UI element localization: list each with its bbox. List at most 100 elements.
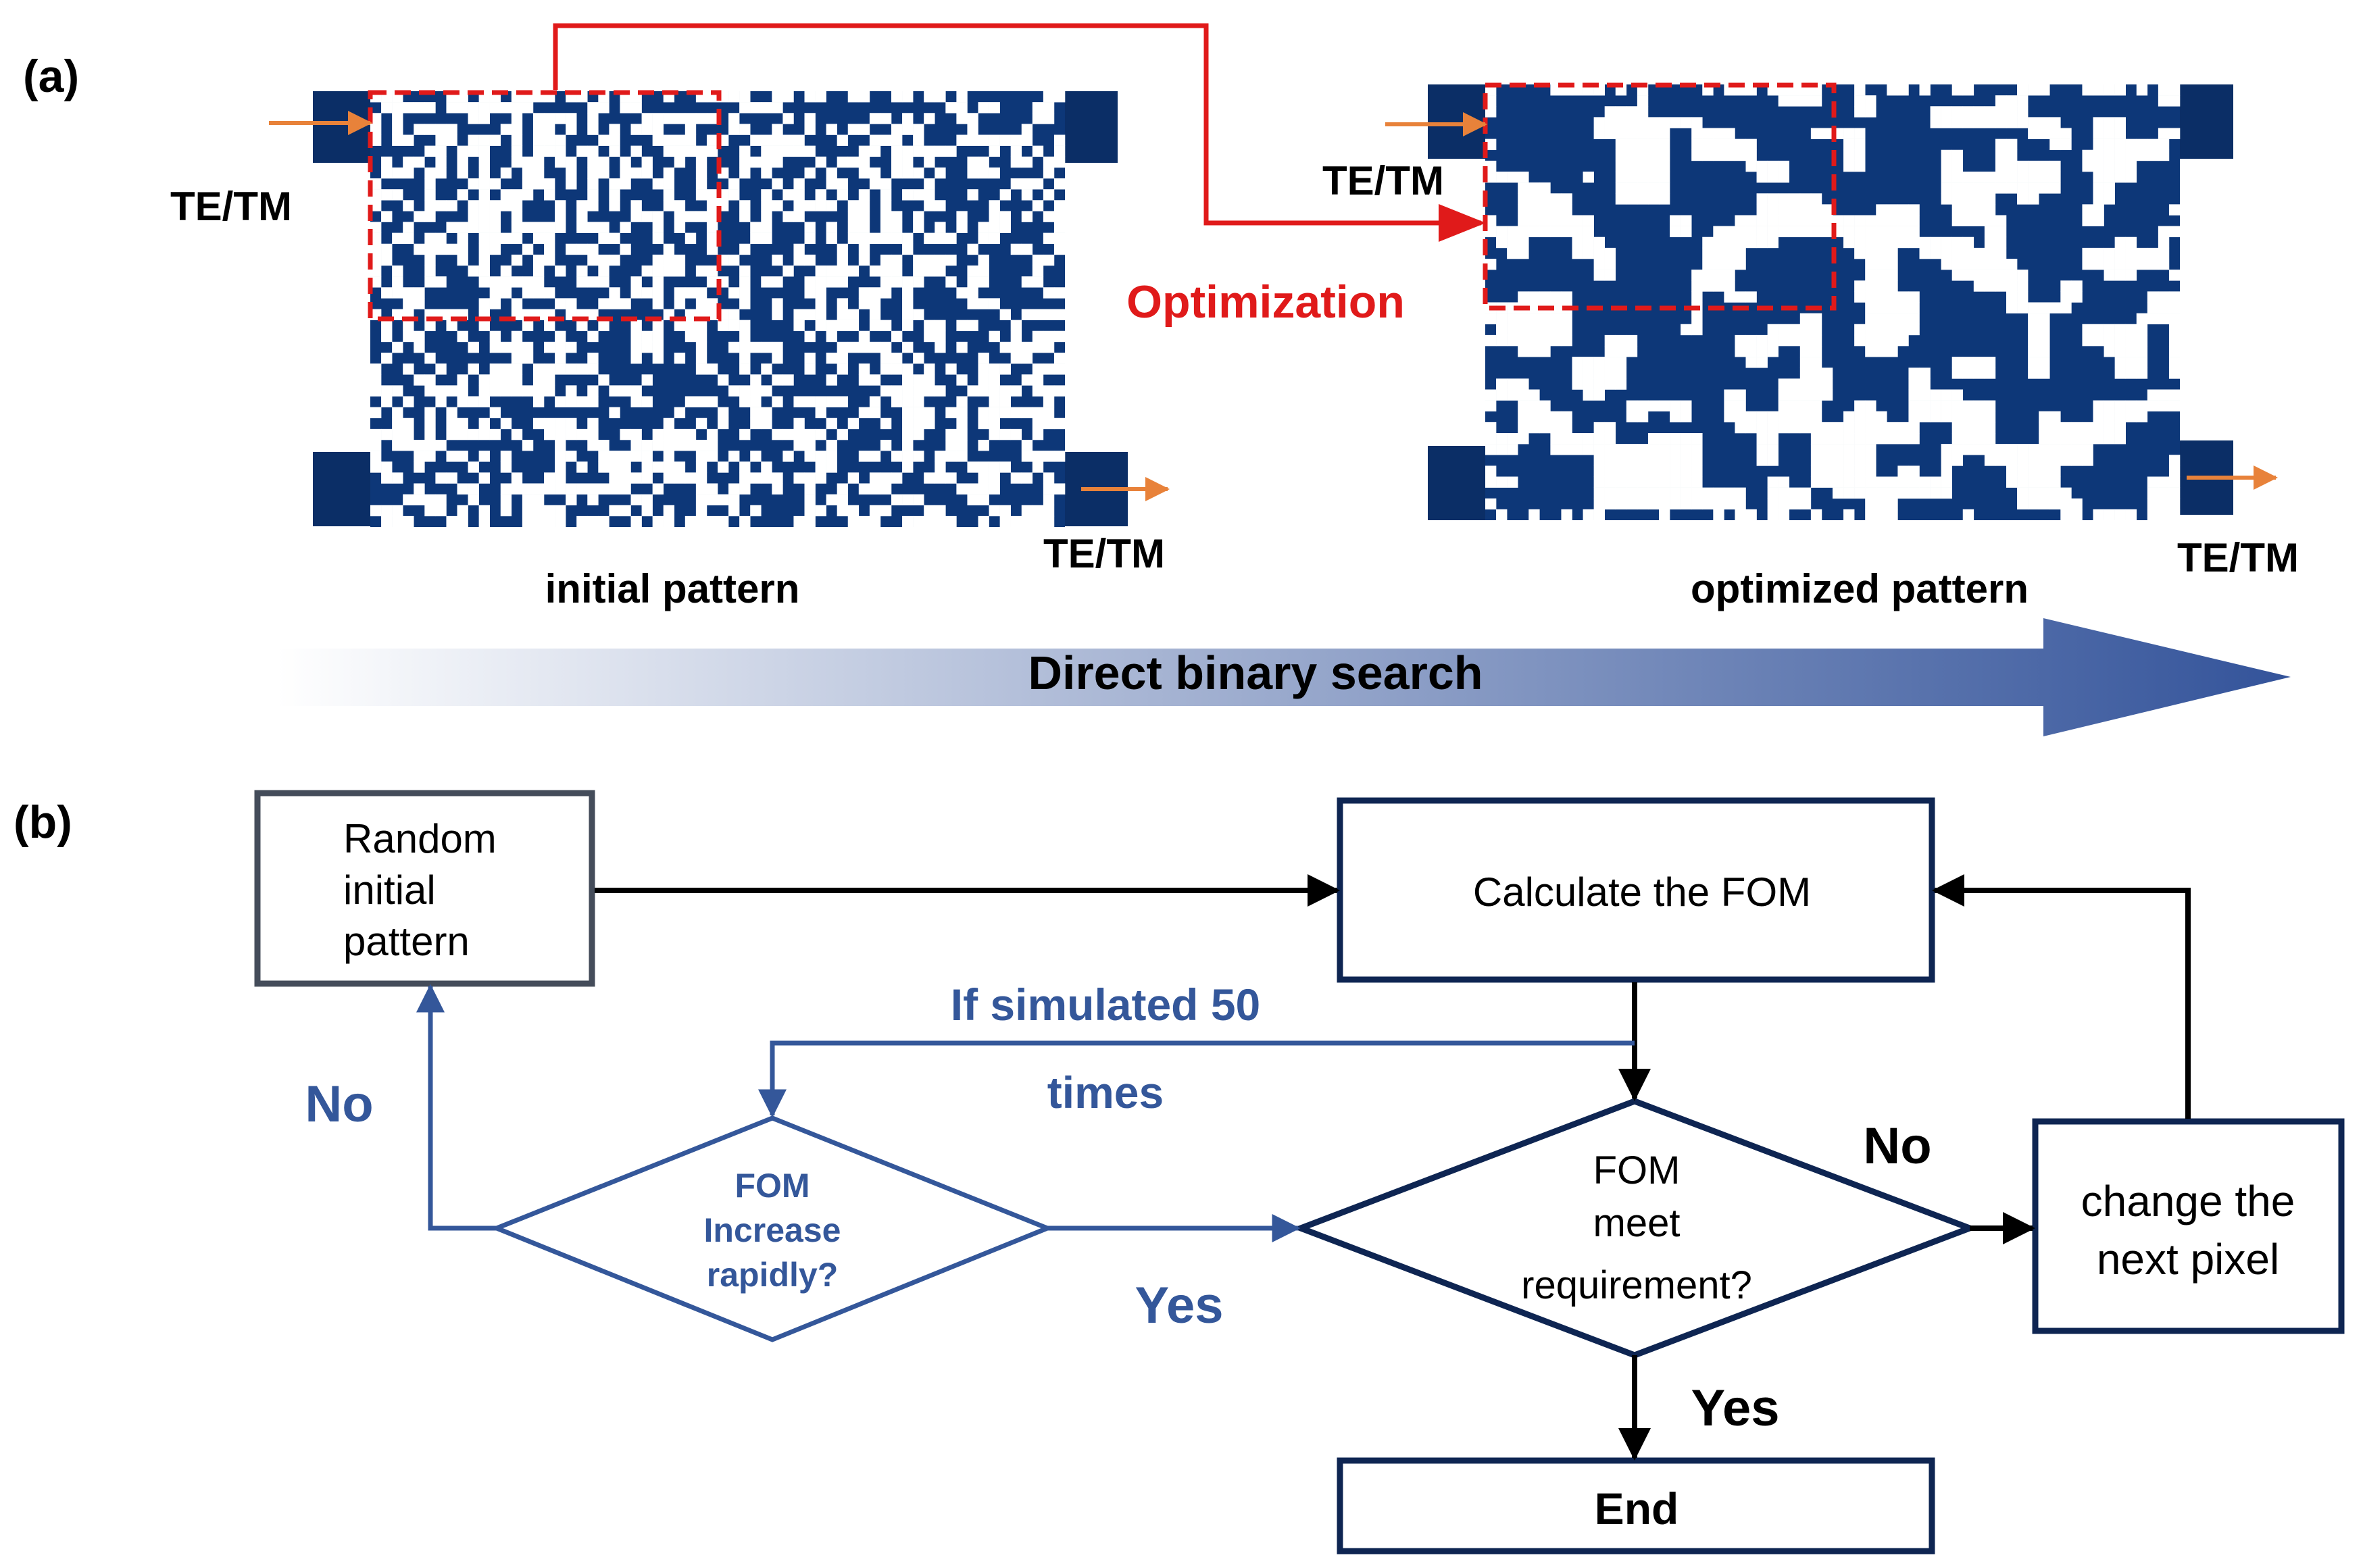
pattern-pixel (1561, 334, 1572, 347)
pattern-pixel (630, 102, 642, 113)
pattern-pixel (1735, 389, 1746, 401)
pattern-pixel (1604, 346, 1616, 357)
pattern-pixel (2104, 247, 2115, 259)
pattern-pixel (1604, 106, 1616, 118)
pattern-pixel (1919, 487, 1931, 499)
pattern-pixel (815, 91, 826, 103)
pattern-pixel (598, 134, 610, 146)
random-initial-pattern-box (254, 790, 595, 987)
pattern-pixel (772, 156, 783, 168)
pattern-pixel (1876, 291, 1887, 303)
pattern-pixel (1507, 236, 1518, 249)
pattern-pixel (555, 265, 566, 277)
pattern-pixel (2136, 368, 2148, 379)
pattern-pixel (555, 483, 566, 495)
pattern-pixel (2136, 313, 2148, 325)
pattern-pixel (1615, 149, 1627, 161)
pattern-pixel (587, 385, 599, 397)
pattern-pixel (370, 276, 382, 288)
pattern-pixel (511, 363, 523, 375)
pattern-pixel (880, 483, 892, 495)
pattern-pixel (532, 505, 545, 517)
pattern-pixel (566, 428, 577, 440)
pattern-pixel (392, 287, 403, 299)
pattern-pixel (1973, 172, 1985, 183)
pattern-pixel (424, 505, 436, 517)
pattern-pixel (1951, 182, 1964, 194)
pattern-pixel (1593, 368, 1605, 379)
pattern-pixel (2147, 149, 2159, 161)
pattern-pixel (956, 211, 968, 222)
pattern-pixel (446, 418, 457, 430)
pattern-pixel (1043, 418, 1055, 430)
pattern-pixel (674, 298, 686, 309)
pattern-pixel (478, 156, 490, 168)
pattern-pixel (1032, 428, 1044, 440)
pattern-pixel (663, 113, 675, 124)
pattern-pixel (522, 189, 534, 201)
pattern-pixel (1854, 226, 1866, 238)
pattern-pixel (1887, 346, 1898, 357)
pattern-pixel (880, 440, 892, 451)
pattern-pixel (663, 440, 675, 451)
pattern-pixel (663, 505, 675, 517)
pattern-pixel (457, 396, 468, 407)
pattern-pixel (1021, 178, 1033, 190)
pattern-pixel (1626, 465, 1638, 477)
pattern-pixel (468, 211, 479, 222)
pattern-pixel (1507, 444, 1518, 455)
pattern-pixel (2028, 455, 2039, 466)
pattern-pixel (1647, 400, 1660, 412)
pattern-pixel (1887, 215, 1898, 226)
pattern-pixel (1745, 346, 1757, 357)
pattern-pixel (1572, 444, 1583, 455)
pattern-pixel (392, 167, 403, 179)
pattern-pixel (1604, 465, 1616, 477)
pattern-pixel (1897, 226, 1909, 238)
pattern-pixel (1053, 483, 1066, 495)
pattern-pixel (1485, 95, 1497, 107)
pattern-pixel (424, 353, 436, 364)
pattern-pixel (500, 483, 512, 495)
pattern-pixel (945, 145, 957, 157)
pattern-pixel (2168, 313, 2181, 325)
pattern-pixel (1930, 247, 1941, 259)
pattern-pixel (978, 515, 989, 528)
pattern-pixel (772, 145, 783, 157)
pattern-pixel (967, 494, 978, 506)
pattern-pixel (902, 494, 914, 506)
pattern-pixel (1528, 193, 1540, 205)
pattern-pixel (1032, 461, 1044, 473)
pattern-pixel (1496, 389, 1508, 401)
corner-pad-initial (1055, 91, 1118, 163)
pattern-pixel (2125, 334, 2137, 347)
pattern-pixel (1876, 433, 1887, 445)
pattern-pixel (924, 145, 935, 157)
pattern-pixel (1897, 84, 1909, 96)
pattern-pixel (2147, 302, 2159, 313)
pattern-pixel (967, 385, 978, 397)
pattern-pixel (2104, 160, 2115, 172)
pattern-pixel (1876, 280, 1887, 292)
pattern-pixel (815, 505, 826, 517)
pattern-pixel (414, 102, 425, 113)
pattern-pixel (1637, 465, 1649, 477)
pattern-pixel (837, 505, 849, 517)
pattern-pixel (902, 91, 914, 103)
pattern-pixel (1724, 247, 1735, 259)
pattern-pixel (695, 505, 707, 517)
pattern-pixel (1887, 259, 1898, 270)
pattern-pixel (511, 222, 523, 233)
pattern-pixel (924, 178, 935, 190)
pattern-pixel (1681, 455, 1692, 466)
pattern-pixel (609, 134, 620, 146)
pattern-pixel (1887, 226, 1898, 238)
pattern-pixel (1626, 160, 1638, 172)
pattern-pixel (392, 428, 403, 440)
pattern-pixel (1833, 444, 1844, 455)
pattern-pixel (1507, 226, 1518, 238)
pattern-pixel (2125, 357, 2137, 368)
pattern-pixel (1518, 378, 1529, 390)
pattern-pixel (381, 254, 393, 266)
pattern-pixel (1550, 302, 1562, 313)
